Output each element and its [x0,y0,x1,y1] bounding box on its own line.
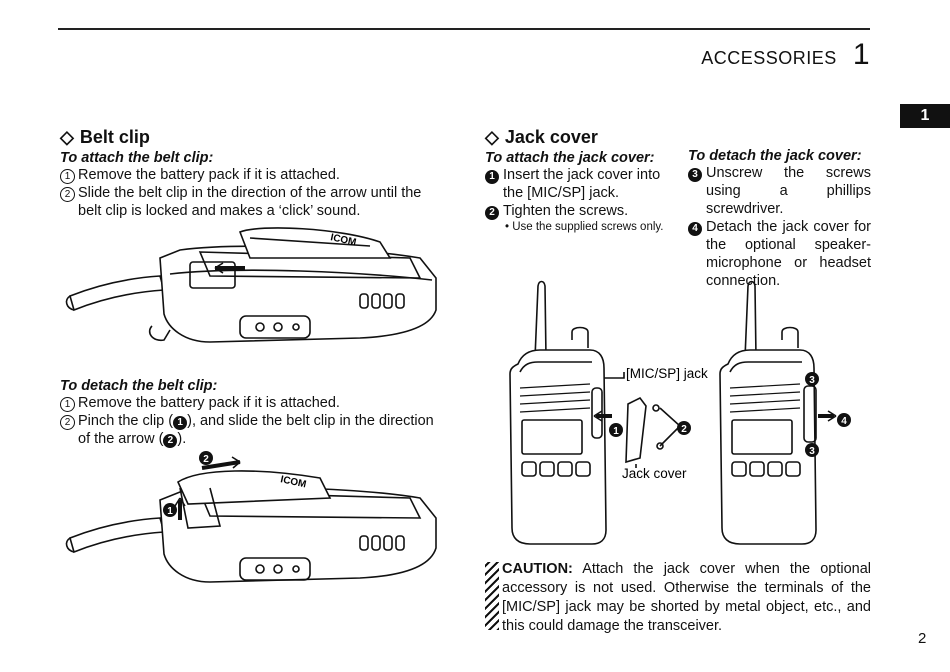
caution-label: CAUTION: [502,561,573,577]
step-marker: 2 [60,415,75,430]
page-number: 2 [918,630,927,647]
jack-detach-section: To detach the jack cover: 3 Unscrew the … [688,148,871,290]
belt-clip-attach-illustration: ICOM [65,227,437,343]
step-text: Remove the battery pack if it is attache… [78,167,340,183]
cover-label: Jack cover [622,466,687,481]
callout-1: 1 [609,423,623,437]
jack-detach-title: To detach the jack cover: [688,148,862,164]
list-item: 1 Remove the battery pack if it is attac… [60,166,448,184]
jack-label: [MIC/SP] jack [626,366,708,381]
callout-2: 2 [677,421,691,435]
caution-hatch-icon [485,562,499,630]
step-text: Detach the jack cover for the optional s… [706,219,871,289]
callout-4: 4 [837,413,851,427]
caution-text: Attach the jack cover when the optional … [502,561,871,634]
caution-note: CAUTION: Attach the jack cover when the … [485,560,871,636]
list-item: 1 Remove the battery pack if it is attac… [60,394,448,412]
list-item: 1 Insert the jack cover into the [MIC/SP… [485,166,675,202]
callout-2: 2 [199,451,213,465]
svg-text:1: 1 [613,426,619,437]
jack-attach-title: To attach the jack cover: [485,150,655,166]
belt-detach-title: To detach the belt clip: [60,378,218,394]
svg-text:3: 3 [809,375,815,386]
attach-note: • Use the supplied screws only. [505,221,664,233]
step-marker: 2 [60,187,75,202]
callout-ref: 1 [173,416,188,430]
step-text: Remove the battery pack if it is attache… [78,395,340,411]
step-marker: 3 [688,168,702,182]
section-title: ACCESSORIES [701,48,837,68]
list-item: 2 Slide the belt clip in the direction o… [60,184,448,220]
jack-cover-title: Jack cover [504,127,598,147]
callout-3-top: 3 [805,372,819,386]
callout-ref: 2 [163,434,178,448]
section-header: ACCESSORIES 1 [701,38,870,72]
jack-cover-heading: ◇ Jack cover [485,127,675,148]
svg-text:4: 4 [841,416,847,427]
belt-attach-title: To attach the belt clip: [60,150,214,166]
step-marker: 1 [60,397,75,412]
svg-text:2: 2 [681,424,687,435]
jack-cover-illustration: [MIC/SP] jack Jack cover 1 2 3 4 3 [509,280,851,545]
belt-clip-title: Belt clip [79,127,150,147]
diamond-icon: ◇ [60,127,74,147]
belt-clip-section: ◇ Belt clip To attach the belt clip: 1 R… [60,127,448,220]
step-text: Unscrew the screws using a phillips scre… [706,165,871,217]
brand-logo-text: ICOM [279,474,307,490]
step-text: Tighten the screws. [503,203,629,219]
step-marker: 1 [485,170,499,184]
step-text: Pinch the clip (1), and slide the belt c… [78,413,434,448]
list-item: 2 Tighten the screws. [485,202,675,220]
jack-cover-section: ◇ Jack cover To attach the jack cover: 1… [485,127,675,233]
belt-detach-section: To detach the belt clip: 1 Remove the ba… [60,376,448,448]
belt-clip-heading: ◇ Belt clip [60,127,448,148]
svg-text:3: 3 [809,446,815,457]
header-rule [58,28,870,30]
section-number: 1 [852,38,870,71]
callout-3-bottom: 3 [805,443,819,457]
step-text: Slide the belt clip in the direction of … [78,185,422,219]
svg-text:1: 1 [167,506,173,517]
list-item: 4 Detach the jack cover for the optional… [688,218,871,290]
step-text: Insert the jack cover into the [MIC/SP] … [503,167,661,201]
list-item: 3 Unscrew the screws using a phillips sc… [688,164,871,218]
brand-logo-text: ICOM [329,232,357,248]
svg-text:2: 2 [203,454,209,465]
step-marker: 2 [485,206,499,220]
belt-clip-detach-illustration: ICOM 1 2 [65,451,437,583]
chapter-tab: 1 [900,104,950,128]
callout-1: 1 [163,503,177,517]
step-marker: 1 [60,169,75,184]
list-item: 2 Pinch the clip (1), and slide the belt… [60,412,448,448]
diamond-icon: ◇ [485,127,499,147]
step-marker: 4 [688,222,702,236]
